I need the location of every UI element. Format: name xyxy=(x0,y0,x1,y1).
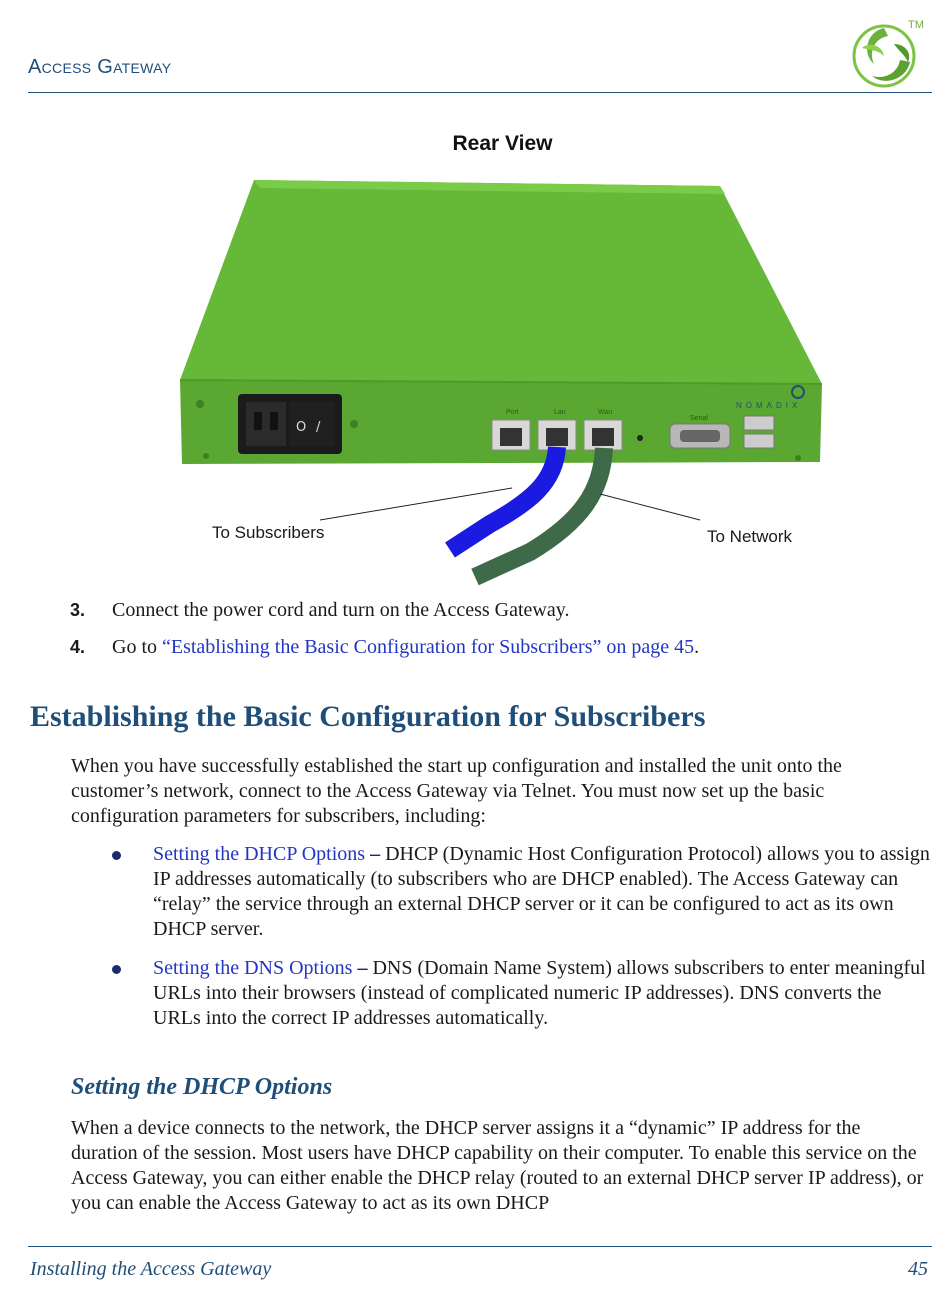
section-heading: Establishing the Basic Configuration for… xyxy=(30,700,706,733)
section-intro-paragraph: When you have successfully established t… xyxy=(71,755,842,827)
port-label-lan: Lan xyxy=(554,409,566,416)
dns-options-link[interactable]: Setting the DNS Options xyxy=(153,957,353,979)
port-label-port: Port xyxy=(506,409,519,416)
bullet-marker xyxy=(110,842,153,942)
footer-chapter-title: Installing the Access Gateway xyxy=(30,1258,272,1280)
port-label-wan: Wan xyxy=(598,409,612,416)
cross-reference-link[interactable]: “Establishing the Basic Configuration fo… xyxy=(162,636,695,658)
bullet-item-dhcp: Setting the DHCP Options – DHCP (Dynamic… xyxy=(110,842,932,942)
bullet-text: Setting the DNS Options – DNS (Domain Na… xyxy=(153,956,932,1031)
svg-text:O: O xyxy=(296,420,306,435)
step-text-prefix: Go to xyxy=(112,636,162,658)
header-rule xyxy=(28,92,932,93)
power-switch xyxy=(290,402,334,446)
numbered-steps: 3. Connect the power cord and turn on th… xyxy=(70,597,930,671)
step-item: 4. Go to “Establishing the Basic Configu… xyxy=(70,634,930,660)
usb-port-lower xyxy=(743,433,775,449)
bullet-list: Setting the DHCP Options – DHCP (Dynamic… xyxy=(110,842,932,1045)
device-rear-view-illustration: O / Port Lan Wan Serial NOMADIX xyxy=(170,172,840,592)
cable-to-subscribers xyxy=(445,446,566,558)
callout-line-subscribers xyxy=(319,487,513,521)
subsection-body-paragraph: When a device connects to the network, t… xyxy=(71,1117,924,1214)
usb-port-upper xyxy=(743,415,775,431)
callout-line-network xyxy=(599,493,701,521)
dhcp-options-link[interactable]: Setting the DHCP Options xyxy=(153,843,366,865)
figure-caption: Rear View xyxy=(452,132,553,155)
callout-to-network: To Network xyxy=(707,527,793,546)
bullet-dash: – xyxy=(352,957,373,979)
bullet-text: Setting the DHCP Options – DHCP (Dynamic… xyxy=(153,842,932,942)
step-number: 3. xyxy=(70,600,86,620)
svg-text:/: / xyxy=(316,420,321,435)
page-number: 45 xyxy=(908,1258,928,1280)
step-number: 4. xyxy=(70,637,86,657)
subsection-heading: Setting the DHCP Options xyxy=(71,1074,333,1100)
cable-to-network xyxy=(471,447,613,586)
bullet-item-dns: Setting the DNS Options – DNS (Domain Na… xyxy=(110,956,932,1031)
bullet-dash: – xyxy=(365,843,386,865)
chassis-top xyxy=(180,180,822,384)
serial-port-label: Serial xyxy=(690,415,708,422)
step-text: Go to “Establishing the Basic Configurat… xyxy=(112,634,699,660)
running-header: Access Gateway xyxy=(28,56,172,78)
bullet-description: DHCP (Dynamic Host Configuration Protoco… xyxy=(153,843,930,940)
step-text: Connect the power cord and turn on the A… xyxy=(112,599,570,621)
footer-rule xyxy=(28,1246,932,1247)
bullet-marker xyxy=(110,956,153,1031)
callout-to-subscribers: To Subscribers xyxy=(212,523,325,542)
brand-label: NOMADIX xyxy=(736,401,801,410)
bullet-description: DNS (Domain Name System) allows subscrib… xyxy=(153,957,926,1029)
trademark-mark: TM xyxy=(908,19,924,31)
step-item: 3. Connect the power cord and turn on th… xyxy=(70,597,930,623)
step-text-suffix: . xyxy=(694,636,700,658)
company-logo: TM xyxy=(848,14,928,90)
